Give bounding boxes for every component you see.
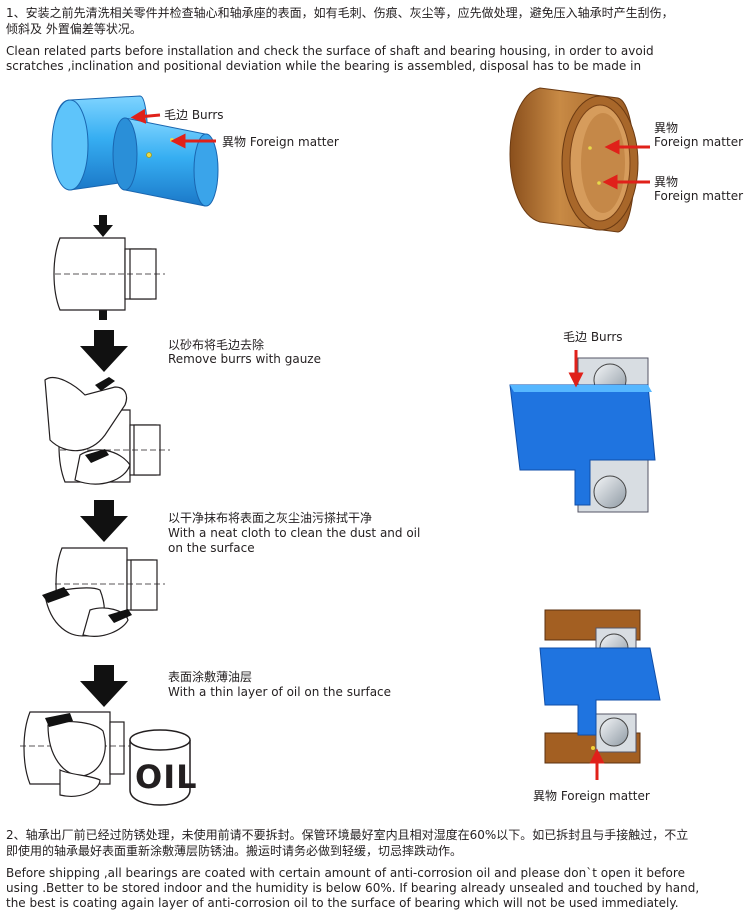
housing-foreign-2-zh: 異物 xyxy=(654,175,679,189)
intro-zh-line-2: 倾斜及 外置偏差等状况。 xyxy=(6,22,142,36)
step-2-en-2: on the surface xyxy=(168,541,255,555)
oil-can-label: OIL xyxy=(135,758,198,796)
footer-zh-line-2: 即使用的轴承最好表面重新涂敷薄层防锈油。搬运时请务必做到轻缓，切忌摔跌动作。 xyxy=(6,844,463,858)
shaft-burrs-label: 毛边 Burrs xyxy=(164,108,224,122)
bearing-housing-illustration xyxy=(509,87,639,233)
footer-zh-line-1: 2、轴承出厂前已经过防锈处理，未使用前请不要拆封。保管环境最好室内且相对湿度在6… xyxy=(6,828,689,842)
step-3-en: With a thin layer of oil on the surface xyxy=(168,685,392,699)
hand-drawings xyxy=(44,376,131,797)
footer-en-line-2: using .Better to be stored indoor and th… xyxy=(6,881,700,895)
footer-en-line-1: Before shipping ,all bearings are coated… xyxy=(6,866,685,880)
burrs-arrow xyxy=(130,108,161,124)
intro-en-line-1: Clean related parts before installation … xyxy=(6,44,654,58)
footer-en-line-3: the best is coating again layer of anti-… xyxy=(6,896,679,910)
step-1-zh: 以砂布将毛边去除 xyxy=(168,338,265,352)
intro-zh-line-1: 1、安装之前先清洗相关零件并检查轴心和轴承座的表面，如有毛刺、伤痕、灰尘等，应先… xyxy=(6,6,674,20)
housing-foreign-1-zh: 異物 xyxy=(654,121,679,135)
step-2-en: With a neat cloth to clean the dust and … xyxy=(168,526,421,540)
housing-foreign-2-en: Foreign matter xyxy=(654,189,744,203)
section-burrs-label: 毛边 Burrs xyxy=(563,330,623,344)
housing-foreign-1-en: Foreign matter xyxy=(654,135,744,149)
step-1-en: Remove burrs with gauze xyxy=(168,352,321,366)
step-2-zh: 以干净抹布将表面之灰尘油污搽拭干净 xyxy=(168,511,373,525)
bearing-section-foreign-illustration xyxy=(539,609,661,764)
step-3-zh: 表面涂敷薄油层 xyxy=(168,670,253,684)
bearing-section-burrs-illustration xyxy=(509,357,656,513)
shaft-foreign-matter-label: 異物 Foreign matter xyxy=(222,135,339,149)
burr-fragment-marks xyxy=(42,377,132,727)
oil-can-illustration xyxy=(129,729,191,806)
section-foreign-matter-label: 異物 Foreign matter xyxy=(533,789,650,803)
intro-en-line-2: scratches ,inclination and positional de… xyxy=(6,59,642,73)
